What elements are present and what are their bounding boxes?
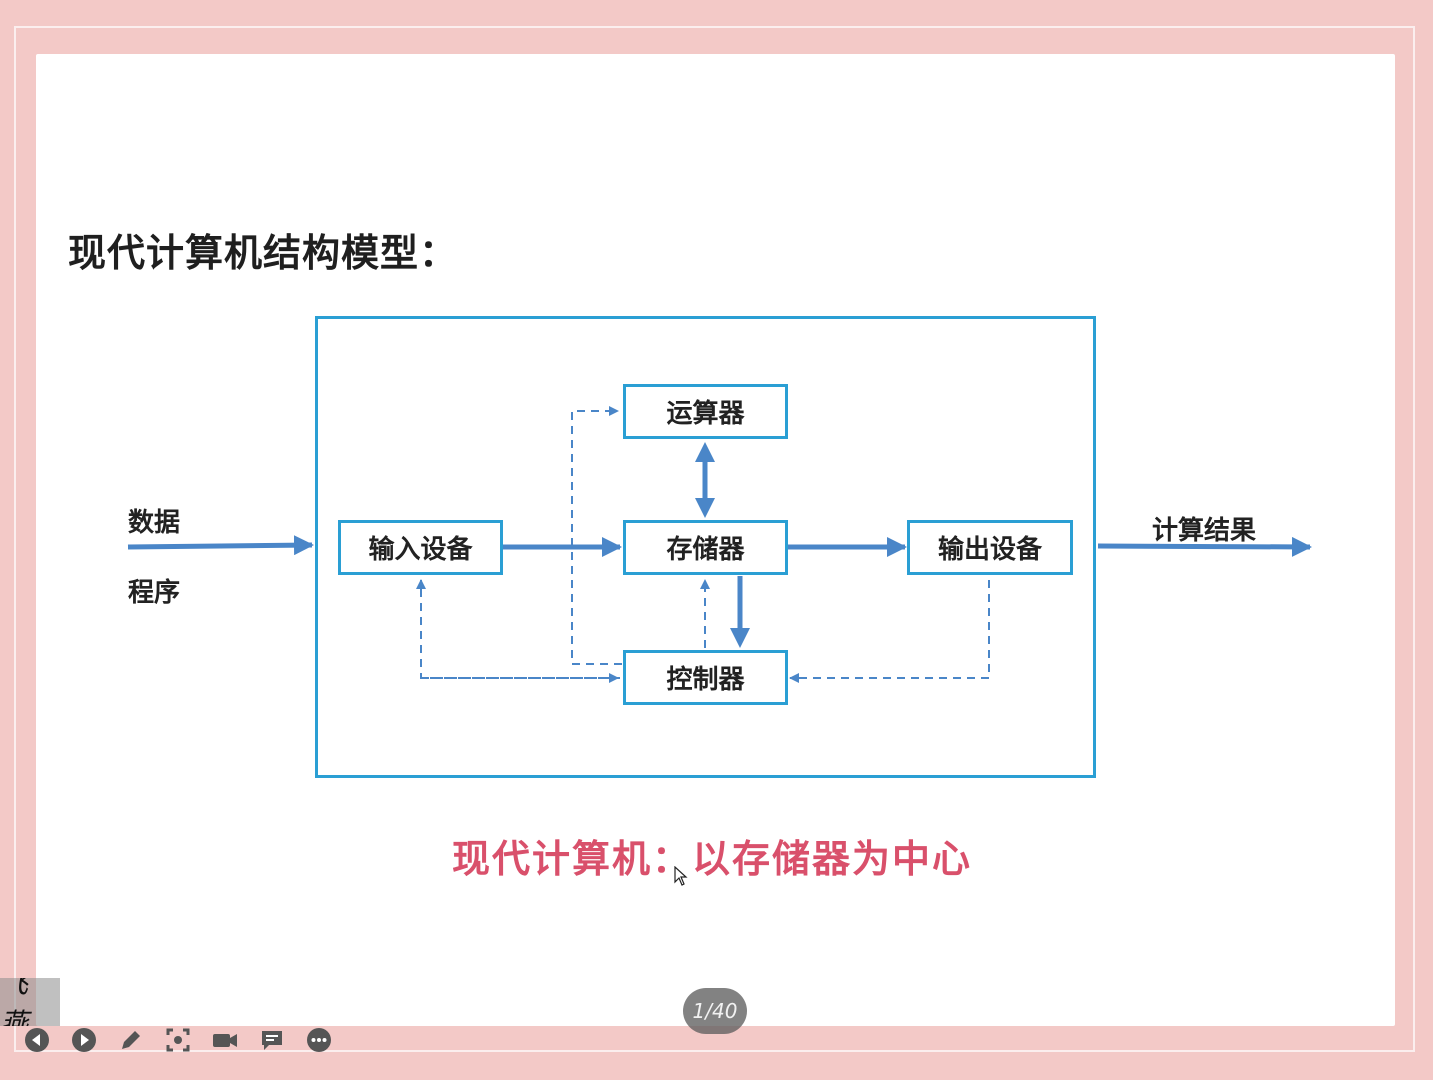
play-icon (71, 1028, 96, 1052)
output-device-label: 输出设备 (937, 535, 1042, 565)
computer-boundary-box (315, 316, 1096, 778)
screenshot-icon (166, 1028, 189, 1052)
chat-icon (261, 1031, 282, 1050)
memory-alu-arrowhead-down (695, 498, 715, 518)
screenshot-button[interactable] (163, 1026, 192, 1054)
slide-title: 现代计算机结构模型： (68, 231, 459, 275)
control-to-alu-dashed (571, 406, 622, 665)
input-data-label: 数据 (128, 508, 181, 538)
watermark-text: 飞燕 (0, 978, 29, 1026)
frame-border (14, 26, 1415, 1052)
more-icon (306, 1028, 331, 1052)
prev-button[interactable] (22, 1026, 51, 1054)
page-indicator: 1/40 (683, 988, 747, 1034)
alu-box: 运算器 (623, 384, 788, 439)
memory-label: 存储器 (666, 535, 745, 565)
pen-button[interactable] (116, 1026, 145, 1054)
memory-box: 存储器 (623, 520, 788, 575)
chat-button[interactable] (257, 1026, 286, 1054)
controller-box: 控制器 (623, 650, 788, 705)
presentation-toolbar (22, 1026, 333, 1054)
input-device-label: 输入设备 (368, 535, 473, 565)
prev-icon (24, 1028, 49, 1052)
alu-label: 运算器 (666, 399, 745, 429)
memory-to-controller-arrowhead (730, 628, 750, 648)
camera-button[interactable] (210, 1026, 239, 1054)
input-flow-arrow (127, 535, 314, 556)
mouse-cursor-icon (674, 866, 688, 886)
page-indicator-text: 1/40 (692, 999, 738, 1023)
control-to-output-dashed (789, 580, 990, 683)
pen-icon (121, 1031, 140, 1049)
input-program-label: 程序 (128, 578, 181, 608)
play-button[interactable] (69, 1026, 98, 1054)
camera-icon (212, 1034, 237, 1047)
output-device-box: 输出设备 (907, 520, 1073, 575)
watermark-logo: 飞燕 (0, 978, 60, 1026)
more-button[interactable] (304, 1026, 333, 1054)
memory-alu-arrowhead-up (695, 442, 715, 462)
input-device-box: 输入设备 (338, 520, 503, 575)
output-flow-arrow (1097, 536, 1312, 557)
controller-label: 控制器 (666, 665, 745, 695)
output-result-label: 计算结果 (1152, 516, 1257, 546)
slide-caption: 现代计算机：以存储器为中心 (452, 837, 973, 881)
